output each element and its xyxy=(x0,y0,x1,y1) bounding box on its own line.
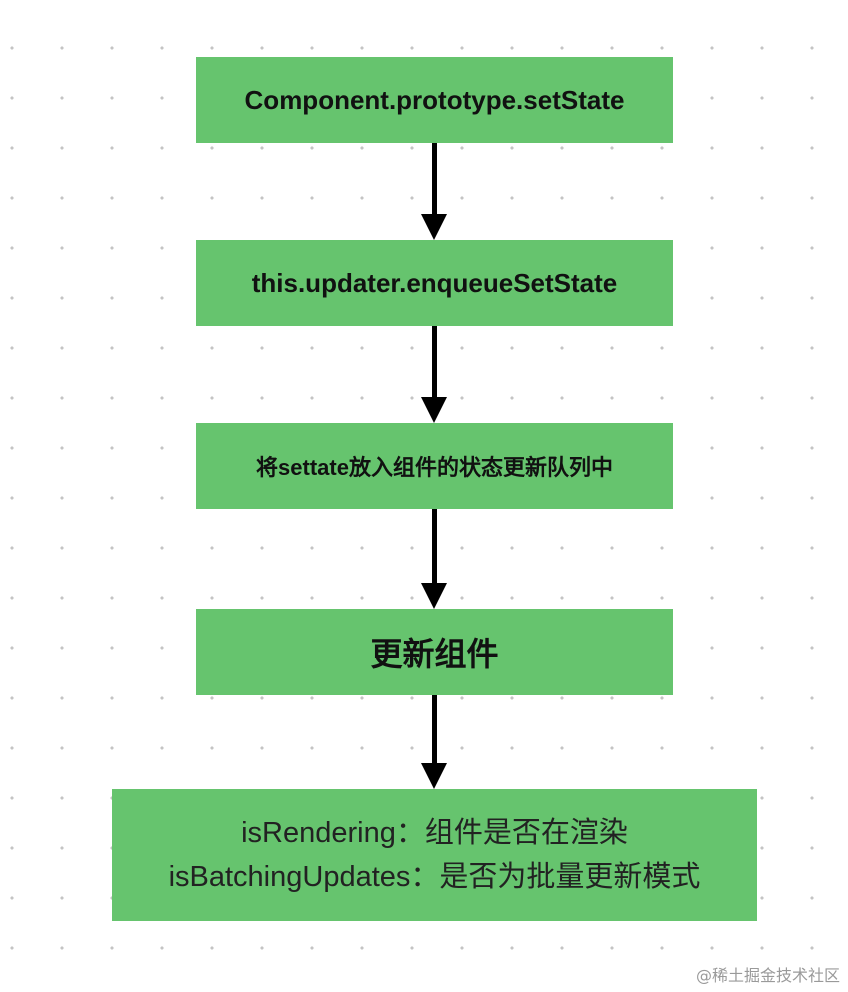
flow-step-flags: isRendering：组件是否在渲染 isBatchingUpdates：是否… xyxy=(112,789,757,921)
flow-step-push-to-queue-label: 将settate放入组件的状态更新队列中 xyxy=(256,455,613,480)
watermark: @稀土掘金技术社区 xyxy=(695,966,840,985)
flow-step-update-component-label: 更新组件 xyxy=(370,636,499,672)
flag-is-batching-updates: isBatchingUpdates：是否为批量更新模式 xyxy=(168,861,701,893)
arrow-down-2 xyxy=(421,326,447,423)
flow-step-update-component: 更新组件 xyxy=(196,609,673,695)
flow-step-setstate: Component.prototype.setState xyxy=(196,57,673,143)
flow-step-push-to-queue: 将settate放入组件的状态更新队列中 xyxy=(196,423,673,509)
flag-is-rendering: isRendering：组件是否在渲染 xyxy=(241,817,628,849)
flow-step-enqueue-setstate-label: this.updater.enqueueSetState xyxy=(251,267,618,298)
arrow-down-3 xyxy=(421,509,447,609)
arrow-down-4 xyxy=(421,695,447,789)
arrow-down-1 xyxy=(421,143,447,240)
flow-step-setstate-label: Component.prototype.setState xyxy=(244,84,625,115)
flow-step-enqueue-setstate: this.updater.enqueueSetState xyxy=(196,240,673,326)
